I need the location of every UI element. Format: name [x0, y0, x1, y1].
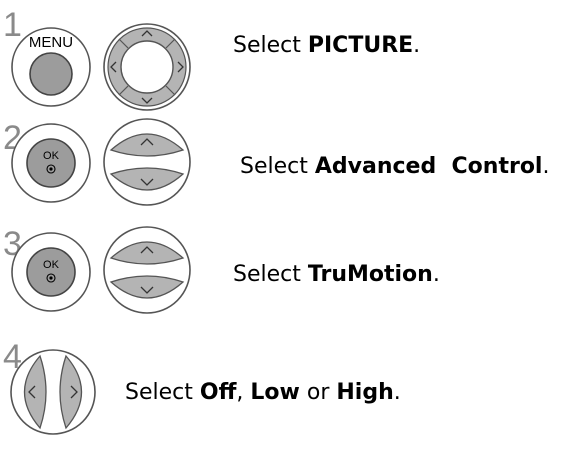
instruction: Select PICTURE. — [233, 33, 421, 58]
step-number: 4 — [3, 338, 22, 376]
up-down-pad-icon — [103, 226, 191, 314]
instruction: Select TruMotion. — [233, 262, 440, 287]
left-right-pad-icon — [10, 349, 96, 435]
option-high: High — [336, 380, 394, 405]
option-low: Low — [250, 380, 300, 405]
step-number: 1 — [3, 6, 22, 44]
menu-label: MENU — [29, 34, 73, 51]
ok-label: OK — [43, 150, 60, 162]
ok-label: OK — [43, 259, 60, 271]
instruction: Select Off, Low or High. — [125, 380, 401, 405]
instruction: Select Advanced Control. — [240, 154, 550, 179]
menu-button-icon: MENU — [11, 27, 91, 107]
option-off: Off — [199, 380, 237, 405]
menu-item-advanced-control: Advanced Control — [314, 154, 543, 179]
ok-button-icon: OK — [11, 123, 91, 203]
menu-item-trumotion: TruMotion — [307, 262, 433, 287]
ok-button-icon: OK — [11, 232, 91, 312]
up-down-pad-icon — [103, 118, 191, 206]
menu-item-picture: PICTURE — [307, 33, 414, 58]
nav-four-way-pad-icon — [103, 23, 191, 111]
